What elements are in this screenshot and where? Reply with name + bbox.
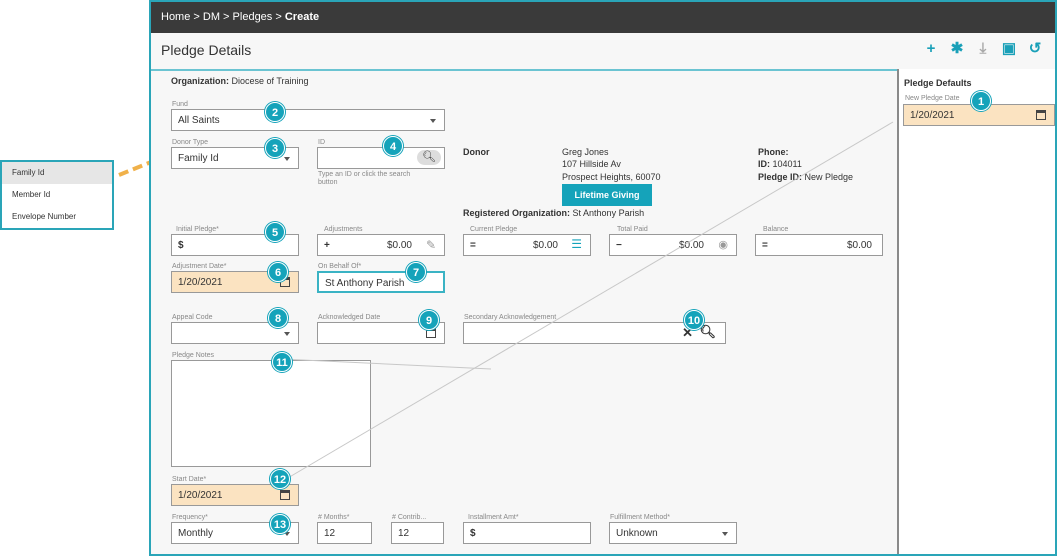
eye-icon[interactable]: ◉: [718, 239, 728, 251]
on-behalf-of-label: On Behalf Of*: [318, 263, 362, 270]
chevron-down-icon: [284, 532, 290, 536]
callout-7: 7: [406, 262, 426, 282]
id-input[interactable]: 🔍︎: [317, 147, 445, 169]
donor-name: Greg Jones: [562, 147, 609, 157]
search-icon[interactable]: 🔍︎: [417, 150, 441, 165]
pledge-defaults-panel: Pledge Defaults New Pledge Date 1/20/202…: [897, 69, 1055, 554]
secondary-ack-input[interactable]: ✕ 🔍︎: [463, 322, 726, 344]
callout-5: 5: [265, 222, 285, 242]
appeal-code-select[interactable]: [171, 322, 299, 344]
calendar-icon[interactable]: [1036, 110, 1046, 120]
current-pledge-label: Current Pledge: [470, 226, 518, 233]
pencil-icon[interactable]: ✎: [425, 238, 436, 252]
id-label: ID: [318, 139, 325, 146]
contrib-input[interactable]: 12: [391, 522, 444, 544]
callout-8: 8: [268, 308, 288, 328]
callout-2: 2: [265, 102, 285, 122]
chevron-down-icon: [284, 157, 290, 161]
frequency-label: Frequency*: [172, 514, 208, 521]
contrib-label: # Contrib...: [392, 514, 427, 521]
initial-pledge-input[interactable]: $: [171, 234, 299, 256]
callout-13: 13: [270, 514, 290, 534]
lifetime-giving-button[interactable]: Lifetime Giving: [562, 184, 652, 206]
total-paid-field: −$0.00◉: [609, 234, 737, 256]
save-icon[interactable]: ▣: [1001, 40, 1017, 57]
balance-field: =$0.00: [755, 234, 883, 256]
dropdown-option-family-id[interactable]: Family Id: [2, 162, 112, 184]
chevron-down-icon: [430, 119, 436, 123]
registered-organization: Registered Organization: St Anthony Pari…: [463, 208, 645, 218]
callout-9: 9: [419, 310, 439, 330]
search-icon[interactable]: 🔍︎: [699, 324, 716, 339]
breadcrumb: Home > DM > Pledges > Create: [151, 2, 1055, 33]
undo-icon[interactable]: ↺: [1028, 40, 1042, 57]
donor-type-dropdown-popup: Family Id Member Id Envelope Number: [0, 160, 114, 230]
balance-label: Balance: [763, 226, 789, 233]
breadcrumb-home[interactable]: Home: [161, 11, 191, 23]
pledge-id: Pledge ID: New Pledge: [758, 172, 854, 182]
months-input[interactable]: 12: [317, 522, 372, 544]
donor-label: Donor: [463, 147, 490, 157]
callout-10: 10: [684, 310, 704, 330]
download-icon[interactable]: ⤓: [979, 40, 987, 57]
dropdown-option-member-id[interactable]: Member Id: [12, 190, 51, 199]
callout-11: 11: [272, 352, 292, 372]
dropdown-option-envelope-number[interactable]: Envelope Number: [12, 212, 77, 221]
id-hint: Type an ID or click the search button: [318, 171, 411, 186]
new-pledge-date-label: New Pledge Date: [905, 95, 960, 102]
fulfillment-select[interactable]: Unknown: [609, 522, 737, 544]
callout-1: 1: [971, 91, 991, 111]
initial-pledge-label: Initial Pledge*: [176, 226, 219, 233]
breadcrumb-pledges[interactable]: Pledges: [232, 11, 273, 23]
pledge-notes-label: Pledge Notes: [172, 352, 215, 359]
callout-4: 4: [383, 136, 403, 156]
annotation-lines: [280, 121, 894, 483]
total-paid-label: Total Paid: [617, 226, 648, 233]
organization: Organization: Diocese of Training: [171, 76, 309, 86]
installment-label: Installment Amt*: [468, 514, 519, 521]
chevron-down-icon: [284, 332, 290, 336]
donor-type-label: Donor Type: [172, 139, 209, 146]
adjustments-field[interactable]: +$0.00✎: [317, 234, 445, 256]
gear-icon[interactable]: ✱: [950, 40, 964, 57]
breadcrumb-dm[interactable]: DM: [202, 11, 220, 23]
calendar-icon[interactable]: [280, 490, 290, 500]
acknowledged-date-field[interactable]: [317, 322, 445, 344]
installment-input[interactable]: $: [463, 522, 591, 544]
plus-icon[interactable]: +: [926, 40, 936, 57]
list-icon[interactable]: ☰: [571, 237, 582, 251]
donor-address1: 107 Hillside Av: [562, 159, 621, 169]
callout-6: 6: [268, 262, 288, 282]
adjustments-label: Adjustments: [324, 226, 363, 233]
start-date-field[interactable]: 1/20/2021: [171, 484, 299, 506]
clear-icon[interactable]: ✕: [682, 325, 693, 340]
secondary-ack-label: Secondary Acknowledgement: [464, 314, 557, 321]
fund-select[interactable]: All Saints: [171, 109, 445, 131]
frequency-select[interactable]: Monthly: [171, 522, 299, 544]
title-bar: Pledge Details + ✱ ⤓ ▣ ↺: [151, 33, 1055, 71]
fulfillment-label: Fulfillment Method*: [610, 514, 670, 521]
appeal-code-label: Appeal Code: [172, 314, 213, 321]
page-title: Pledge Details: [161, 42, 252, 58]
adjustment-date-label: Adjustment Date*: [172, 263, 227, 270]
acknowledged-date-label: Acknowledged Date: [318, 314, 381, 321]
callout-3: 3: [265, 138, 285, 158]
chevron-down-icon: [722, 532, 728, 536]
breadcrumb-create: Create: [284, 11, 320, 23]
donor-address2: Prospect Heights, 60070: [562, 172, 661, 182]
callout-12: 12: [270, 469, 290, 489]
donor-id: ID: 104011: [758, 159, 802, 169]
current-pledge-field: =$0.00☰: [463, 234, 591, 256]
pledge-defaults-title: Pledge Defaults: [904, 78, 972, 88]
months-label: # Months*: [318, 514, 350, 521]
phone-label: Phone:: [758, 147, 789, 157]
app-window: Home > DM > Pledges > Create Pledge Deta…: [149, 0, 1057, 556]
fund-label: Fund: [172, 101, 188, 108]
start-date-label: Start Date*: [172, 476, 207, 483]
